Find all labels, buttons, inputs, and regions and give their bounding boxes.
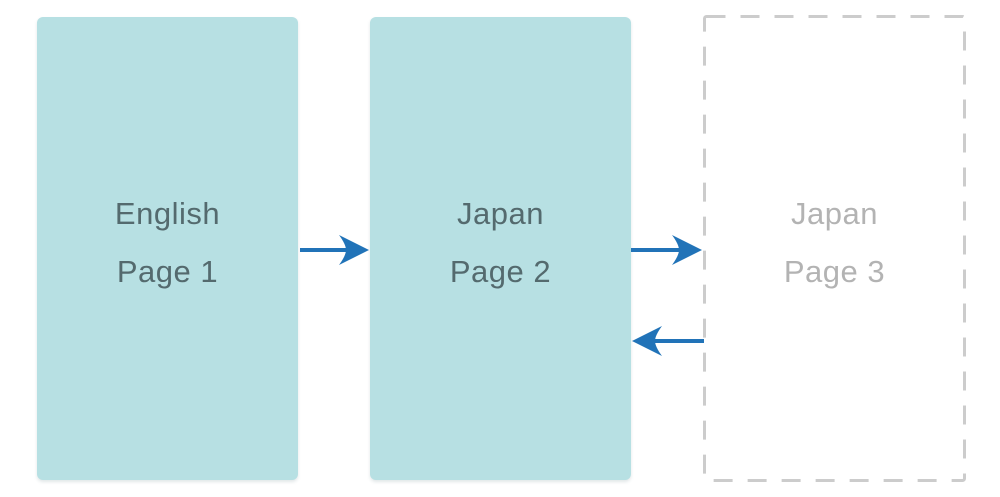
page-box-label-stack: English Page 1 <box>115 198 220 287</box>
box-label-line: English <box>114 196 221 231</box>
page-box-japan-page2: Japan Page 2 <box>370 17 631 480</box>
page-box-label-stack: Japan Page 2 <box>450 198 551 287</box>
arrow-page3-to-page2 <box>632 326 704 356</box>
box-label-line: Page 2 <box>449 254 552 289</box>
page-box-label-stack: Japan Page 3 <box>784 198 885 287</box>
arrow-page1-to-page2 <box>300 235 369 265</box>
box-label-line: Japan <box>457 196 544 231</box>
box-label-line: Japan <box>791 196 878 231</box>
page-box-japan-page3-placeholder: Japan Page 3 <box>703 15 966 482</box>
box-label-line: Page 3 <box>783 254 886 289</box>
box-label-line: Page 1 <box>116 254 219 289</box>
page-box-english-page1: English Page 1 <box>37 17 298 480</box>
dashed-border <box>703 15 966 482</box>
arrow-page2-to-page3 <box>631 235 702 265</box>
